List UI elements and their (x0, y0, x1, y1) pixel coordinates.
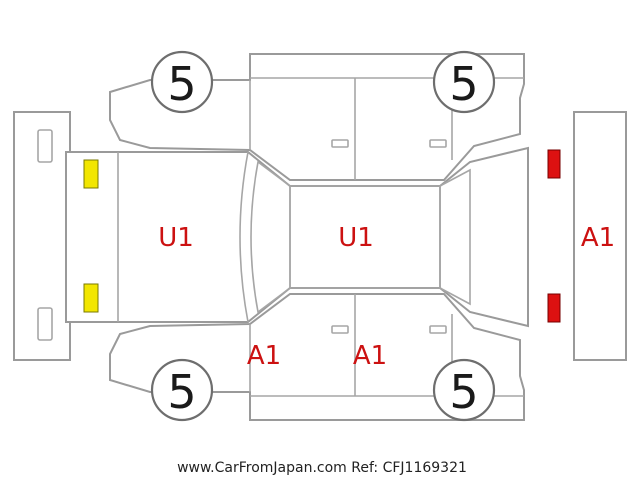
wheel-front-left-grade: 5 (167, 57, 196, 111)
code-rear-gate: A1 (581, 223, 615, 253)
code-rear-door-right: A1 (353, 341, 387, 371)
footer-reference: www.CarFromJapan.com Ref: CFJ1169321 (177, 460, 467, 476)
right-side-panel (109, 293, 525, 421)
wheel-front-right-grade: 5 (167, 365, 196, 419)
code-hood: U1 (158, 223, 194, 253)
wheel-rear-right-grade: 5 (449, 365, 478, 419)
wheel-front-left: 5 (150, 50, 214, 114)
wheel-rear-left-grade: 5 (449, 57, 478, 111)
taillight-left (547, 149, 561, 179)
headlight-left (83, 159, 99, 189)
top-view-body (65, 146, 529, 328)
headlight-right (83, 283, 99, 313)
taillight-right (547, 293, 561, 323)
code-roof: U1 (338, 223, 374, 253)
wheel-rear-left: 5 (432, 50, 496, 114)
wheel-front-right: 5 (150, 358, 214, 422)
wheel-rear-right: 5 (432, 358, 496, 422)
front-bumper (13, 111, 71, 361)
code-front-door-right: A1 (247, 341, 281, 371)
rear-bumper (573, 111, 627, 361)
